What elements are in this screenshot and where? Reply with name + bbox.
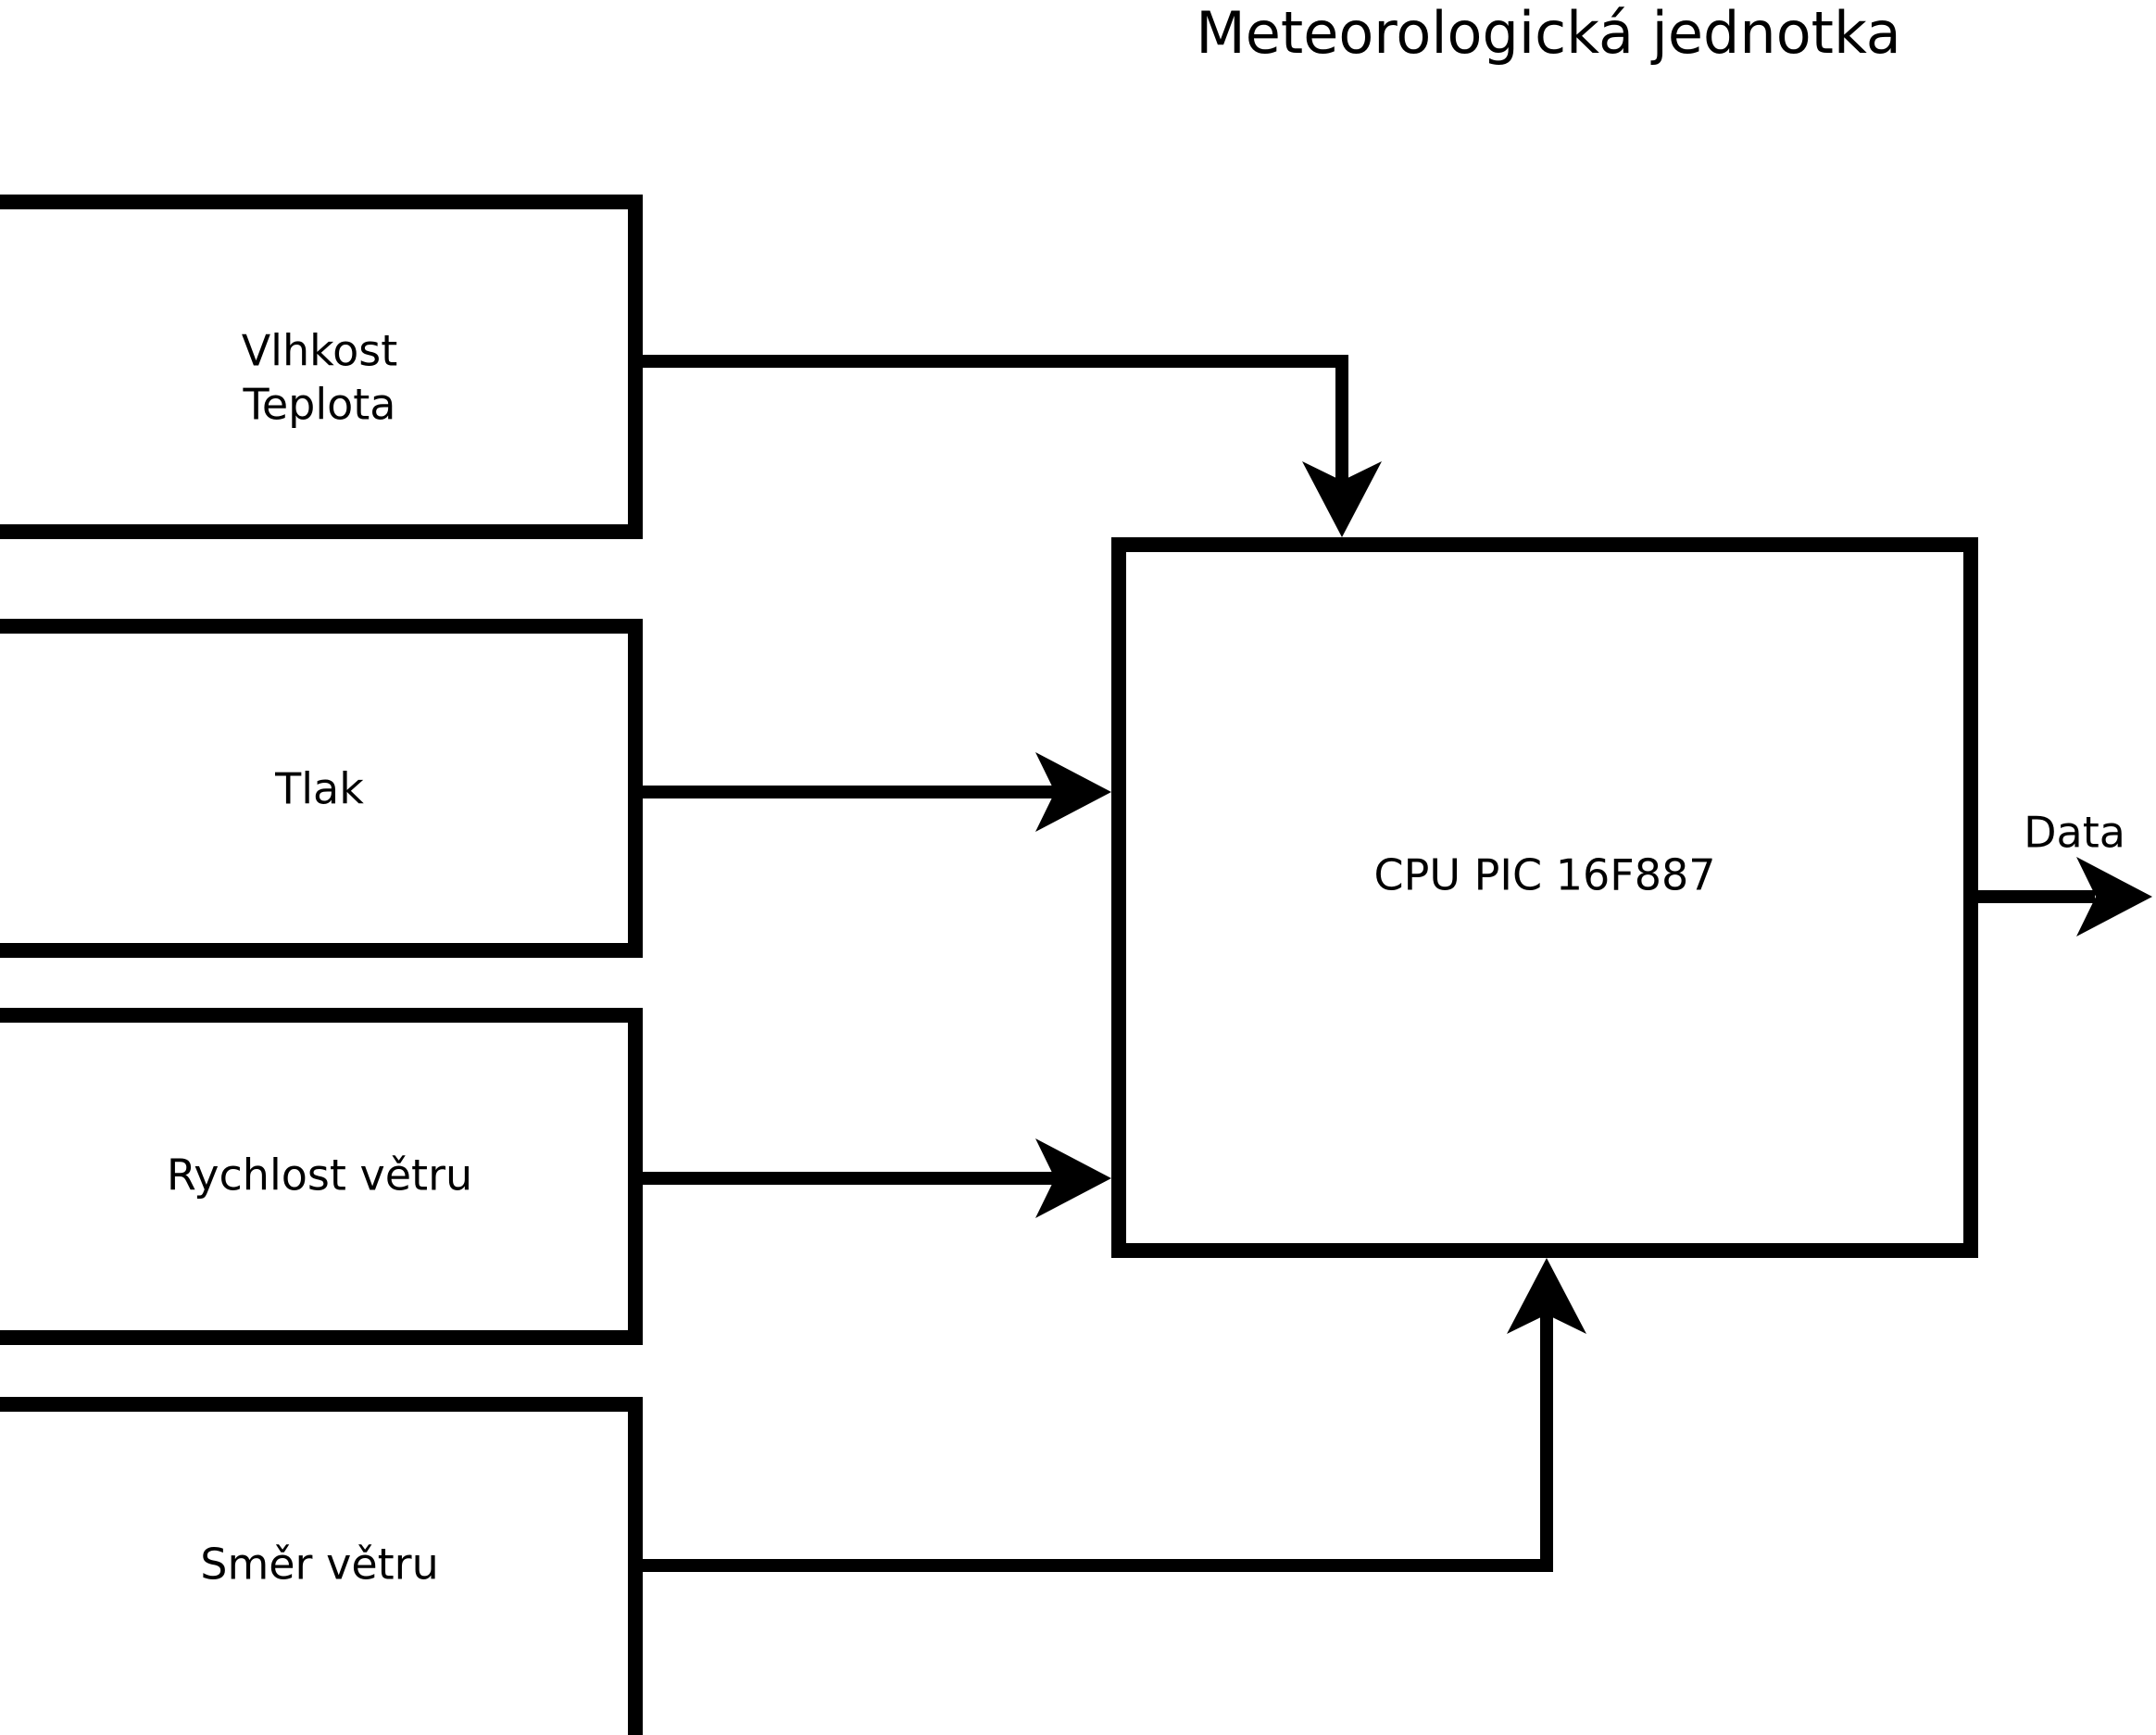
node-pressure[interactable]: Tlak	[0, 619, 643, 958]
edge-humidity-to-cpu-line	[635, 355, 1348, 489]
edge-winddirection-to-cpu-arrowhead	[1507, 1258, 1586, 1334]
edge-windspeed-to-cpu	[635, 1138, 1111, 1218]
node-humidity-temperature[interactable]: Vlhkost Teplota	[0, 195, 643, 539]
node-wind-speed-label: Rychlost větru	[167, 1150, 472, 1201]
node-cpu-label: CPU PIC 16F887	[1374, 850, 1716, 900]
node-wind-direction[interactable]: Směr větru	[0, 1397, 643, 1735]
node-cpu-box[interactable]	[1111, 537, 1978, 1258]
node-pressure-box[interactable]	[0, 619, 643, 958]
node-humidity-temperature-label-line1: Vlhkost	[242, 326, 398, 376]
page-title: Meteorologická jednotka	[1196, 0, 1901, 67]
node-cpu[interactable]: CPU PIC 16F887	[1111, 537, 1978, 1258]
edge-windspeed-to-cpu-arrowhead	[1035, 1138, 1111, 1218]
edge-humidity-to-cpu	[635, 355, 1382, 537]
edge-cpu-to-output-label: Data	[2024, 808, 2125, 858]
edge-pressure-to-cpu-arrowhead	[1035, 752, 1111, 832]
node-pressure-label: Tlak	[274, 764, 364, 814]
node-wind-direction-label: Směr větru	[200, 1540, 438, 1590]
node-wind-speed[interactable]: Rychlost větru	[0, 1008, 643, 1345]
edge-pressure-to-cpu	[635, 752, 1111, 832]
edge-winddirection-to-cpu	[635, 1258, 1586, 1572]
node-humidity-temperature-label-line2: Teplota	[243, 380, 396, 430]
edge-cpu-to-output: Data	[1971, 808, 2152, 937]
node-wind-direction-box[interactable]	[0, 1397, 643, 1735]
edge-humidity-to-cpu-arrowhead	[1302, 461, 1382, 537]
edge-cpu-to-output-arrowhead	[2076, 857, 2152, 937]
edge-winddirection-to-cpu-line	[635, 1314, 1553, 1572]
